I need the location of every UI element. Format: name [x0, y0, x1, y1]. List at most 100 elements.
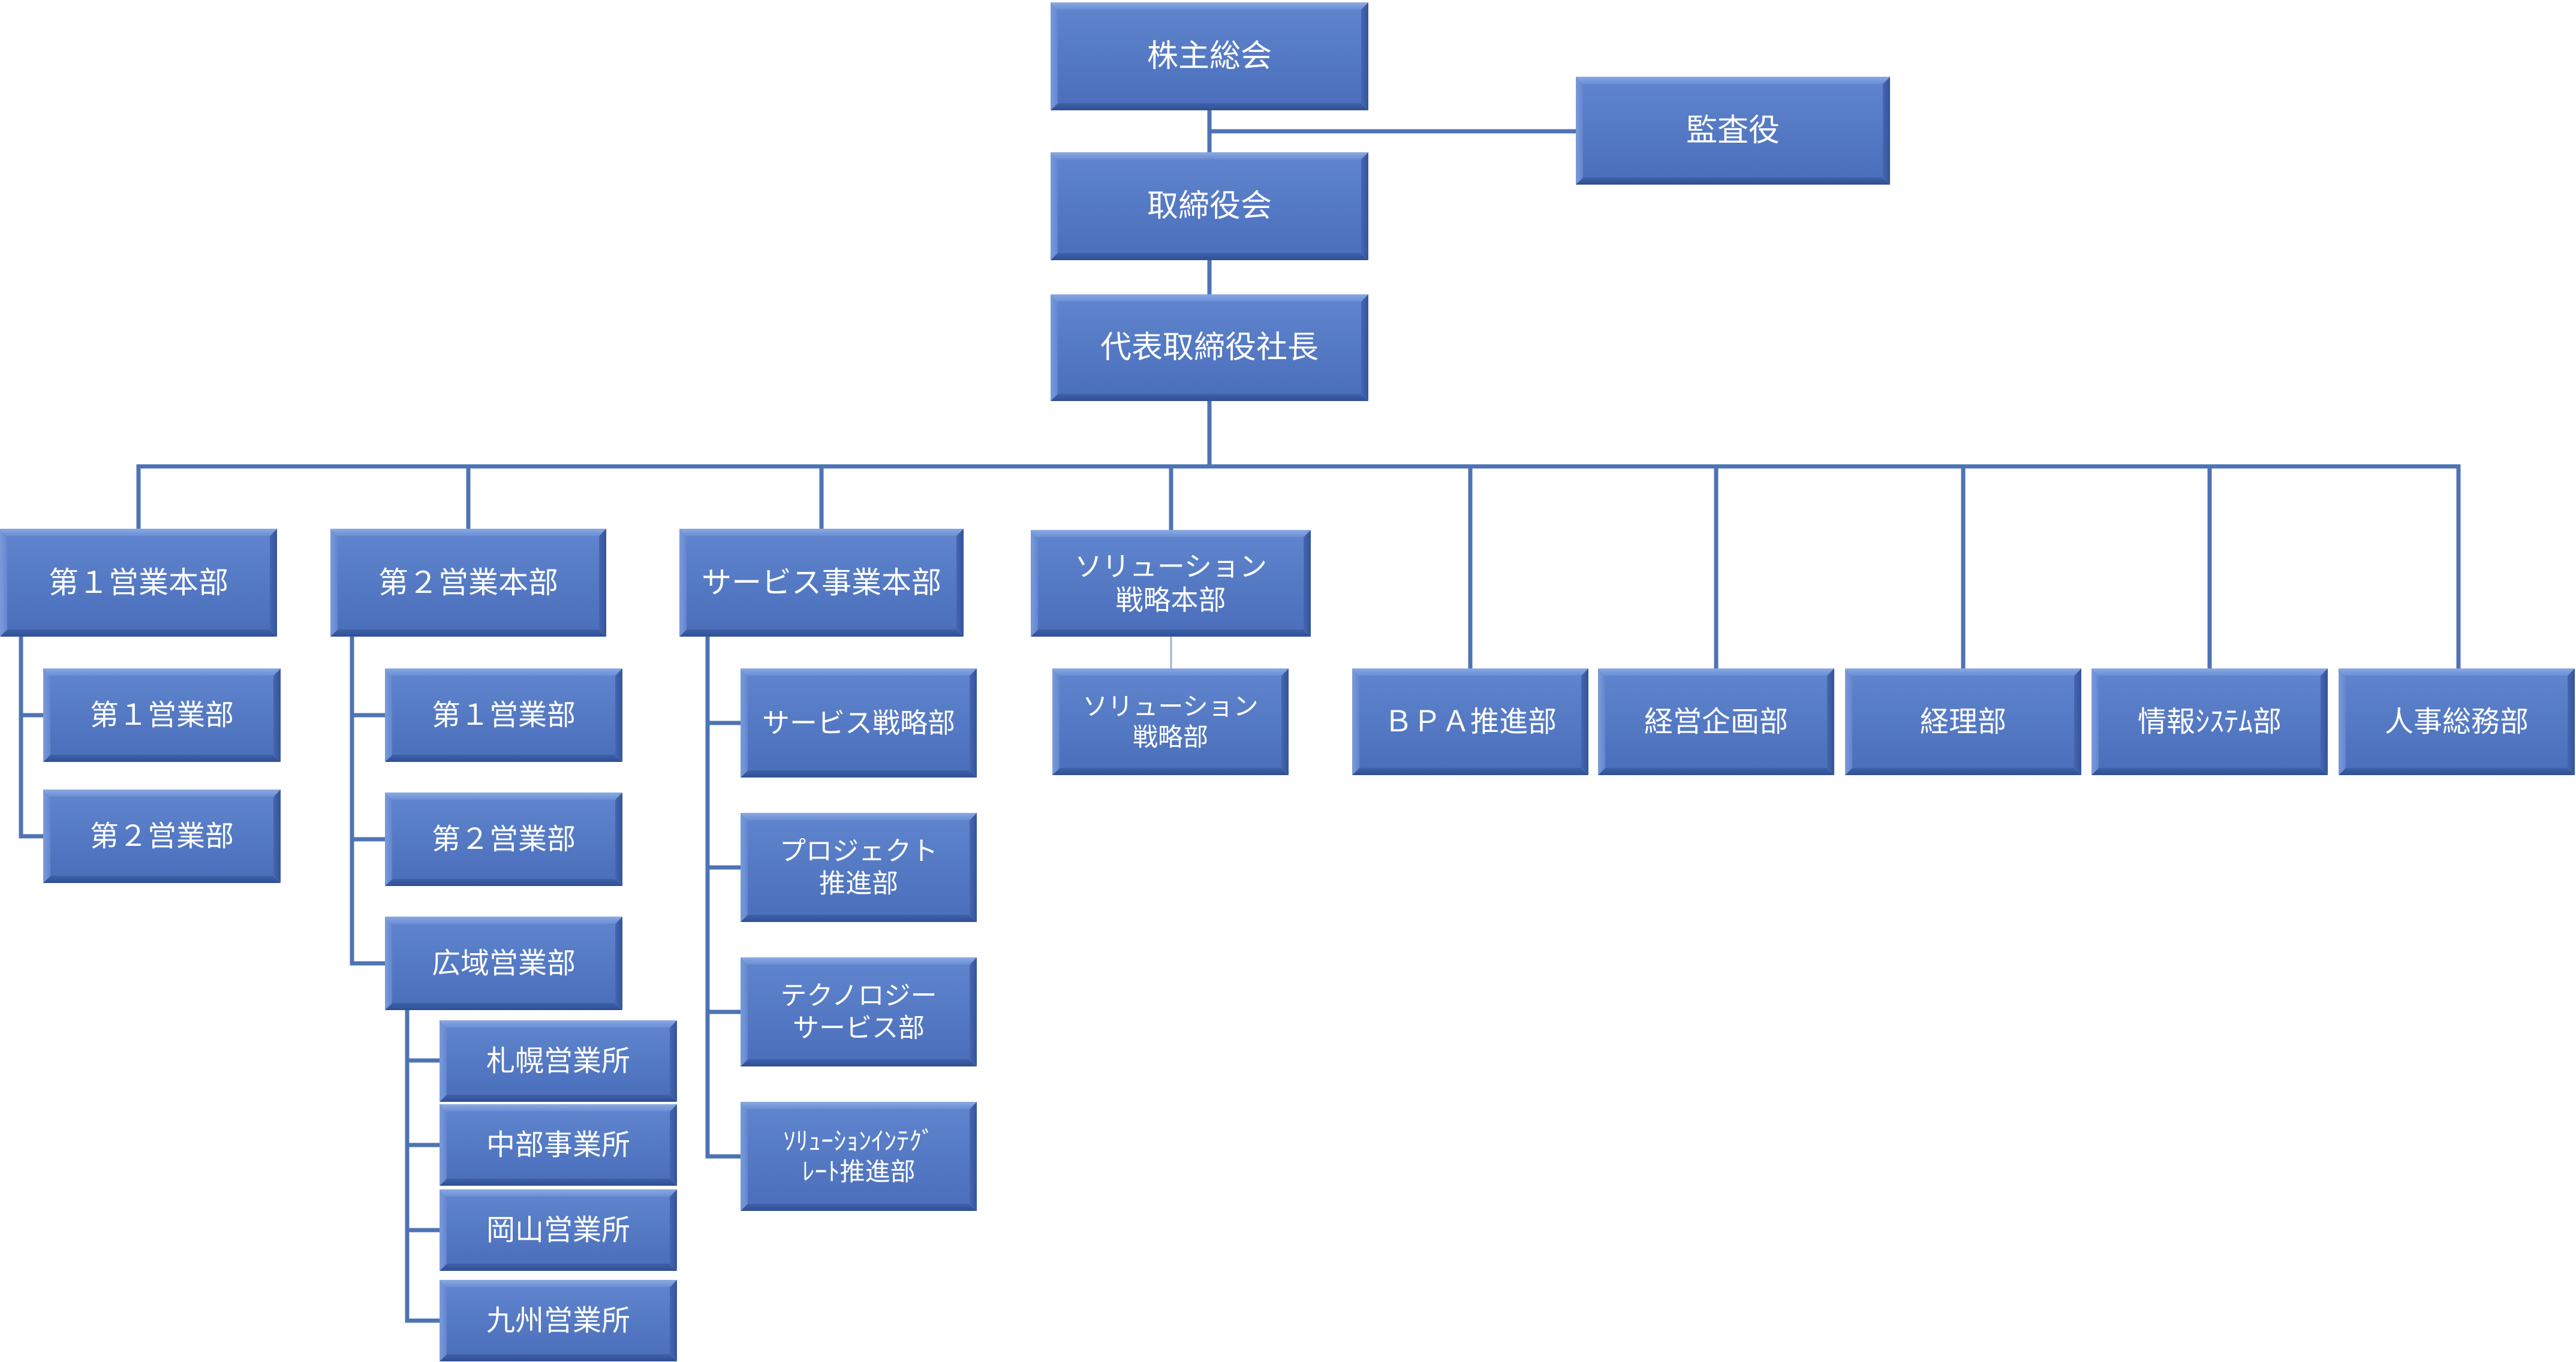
- box-face: [1852, 676, 2074, 768]
- box-div2-sub-3: 広域営業部: [385, 917, 622, 1010]
- box-bevel-left: [385, 917, 392, 1010]
- box-bevel-bottom: [1052, 768, 1289, 775]
- box-face: [1605, 676, 1827, 768]
- box-bevel-right: [1827, 668, 1834, 775]
- box-face: [392, 800, 615, 879]
- box-label: ｿﾘｭｰｼｮﾝｲﾝﾃｸﾞ: [783, 1126, 934, 1156]
- box-label: 第２営業本部: [378, 565, 558, 600]
- box-bevel-top: [43, 668, 281, 676]
- box-face: [447, 1027, 670, 1095]
- box-face: [2346, 676, 2568, 768]
- box-bevel-left: [330, 529, 338, 637]
- box-bevel-top: [440, 1020, 677, 1027]
- box-bevel-left: [1352, 668, 1359, 775]
- box-bevel-top: [741, 957, 977, 965]
- box-face: [748, 676, 970, 770]
- box-bevel-bottom: [440, 1095, 677, 1102]
- box-face: [50, 676, 273, 755]
- box-bevel-top: [679, 529, 964, 536]
- box-face: [338, 536, 599, 629]
- box-label: 人事総務部: [2385, 705, 2529, 739]
- box-bevel-bottom: [741, 1059, 977, 1066]
- box-bevel-left: [1051, 152, 1058, 260]
- box-bevel-left: [1845, 668, 1852, 775]
- box-bevel-top: [1352, 668, 1588, 676]
- box-bevel-top: [1598, 668, 1834, 676]
- box-div1: 第１営業本部: [0, 529, 277, 637]
- box-bevel-top: [741, 668, 977, 676]
- box-bevel-left: [1051, 2, 1058, 110]
- box-bevel-right: [1361, 152, 1368, 260]
- box-label: ＢＰＡ推進部: [1384, 705, 1557, 739]
- box-label: 株主総会: [1147, 38, 1272, 74]
- box-face: [1058, 10, 1361, 103]
- box-label: テクノロジー: [780, 981, 937, 1011]
- box-bevel-left: [679, 529, 687, 637]
- box-bevel-right: [670, 1189, 677, 1271]
- box-face: [7, 536, 270, 629]
- box-office-1: 札幌営業所: [440, 1020, 677, 1102]
- box-bevel-left: [0, 529, 7, 637]
- box-face: [1060, 676, 1281, 768]
- box-staff-4: 情報ｼｽﾃﾑ部: [2092, 668, 2328, 775]
- box-auditor: 監査役: [1576, 77, 1890, 185]
- box-bevel-bottom: [385, 879, 622, 886]
- box-label: 中部事業所: [486, 1128, 630, 1162]
- box-label: 取締役会: [1147, 188, 1272, 224]
- box-label: 札幌営業所: [486, 1044, 630, 1078]
- box-board: 取締役会: [1051, 152, 1368, 260]
- box-face: [1058, 302, 1361, 394]
- box-bevel-bottom: [385, 755, 622, 762]
- box-face: [748, 1109, 970, 1204]
- box-face: [447, 1287, 670, 1354]
- box-label: 推進部: [819, 868, 898, 899]
- box-face: [1058, 159, 1361, 253]
- box-bevel-top: [2092, 668, 2328, 676]
- box-label: 情報ｼｽﾃﾑ部: [2138, 705, 2282, 739]
- box-face: [1359, 676, 1581, 768]
- box-label: 戦略本部: [1116, 584, 1226, 616]
- box-bevel-bottom: [1051, 394, 1368, 401]
- box-bevel-top: [330, 529, 606, 536]
- connector-lines: [19, 107, 2461, 1323]
- box-bevel-top: [0, 529, 277, 536]
- box-bevel-left: [1031, 530, 1038, 637]
- box-label: 九州営業所: [486, 1304, 630, 1337]
- box-bevel-bottom: [741, 1204, 977, 1211]
- box-div1-sub-2: 第２営業部: [43, 790, 281, 883]
- box-office-4: 九州営業所: [440, 1280, 677, 1361]
- box-bevel-left: [741, 1102, 748, 1211]
- box-label: 第２営業部: [90, 819, 234, 853]
- box-bevel-left: [440, 1280, 447, 1361]
- box-shareholders: 株主総会: [1051, 2, 1368, 110]
- box-label: ソリューション: [1082, 692, 1258, 721]
- box-label: 第２営業部: [432, 822, 576, 856]
- box-bevel-bottom: [679, 629, 964, 637]
- box-bevel-right: [2568, 668, 2575, 775]
- box-bevel-bottom: [43, 876, 281, 883]
- box-bevel-top: [741, 1102, 977, 1109]
- box-bevel-right: [970, 668, 977, 778]
- box-div2-sub-1: 第１営業部: [385, 668, 622, 762]
- box-bevel-top: [1845, 668, 2081, 676]
- box-bevel-bottom: [741, 915, 977, 922]
- box-staff-5: 人事総務部: [2339, 668, 2575, 775]
- box-bevel-right: [1361, 2, 1368, 110]
- box-bevel-right: [2074, 668, 2081, 775]
- box-bevel-left: [43, 668, 50, 762]
- box-bevel-right: [2321, 668, 2328, 775]
- box-bevel-bottom: [1051, 253, 1368, 260]
- box-label: 広域営業部: [432, 947, 576, 980]
- box-bevel-top: [440, 1189, 677, 1197]
- box-face: [748, 965, 970, 1059]
- box-div1-sub-1: 第１営業部: [43, 668, 281, 762]
- box-staff-2: 経営企画部: [1598, 668, 1834, 775]
- box-bevel-bottom: [1845, 768, 2081, 775]
- box-bevel-top: [1051, 2, 1368, 10]
- box-face: [447, 1197, 670, 1264]
- box-bevel-right: [970, 813, 977, 922]
- box-bevel-top: [1052, 668, 1289, 676]
- box-bevel-right: [670, 1280, 677, 1361]
